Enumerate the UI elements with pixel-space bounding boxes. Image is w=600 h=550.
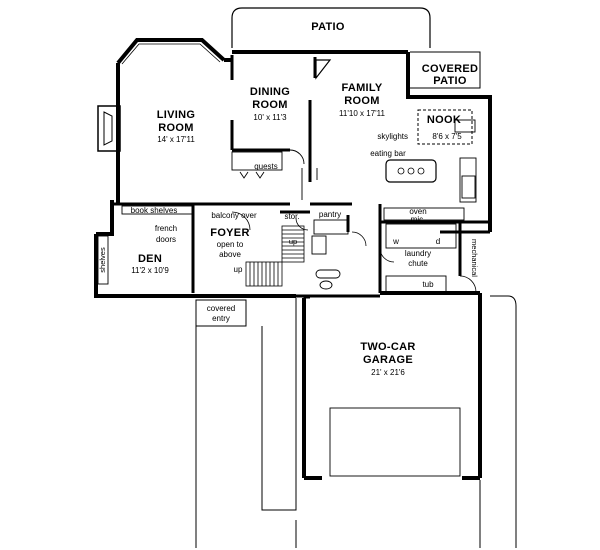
- book-shelves-label: book shelves: [131, 206, 178, 215]
- pantry-label: pantry: [319, 210, 341, 219]
- up-label-2: up: [289, 237, 297, 246]
- covered-entry-label-2: entry: [212, 314, 230, 323]
- covered-patio-label-2: PATIO: [433, 75, 467, 87]
- living-room-label-2: ROOM: [158, 122, 193, 134]
- oven-label: oven: [409, 207, 426, 216]
- covered-patio-outline: [410, 51, 481, 89]
- dining-room-label-2: ROOM: [252, 99, 287, 111]
- washer-label: w: [392, 237, 399, 246]
- eating-bar-label: eating bar: [370, 149, 406, 158]
- chute-label: chute: [408, 259, 428, 268]
- driveway: [195, 295, 517, 548]
- laundry-label: laundry: [405, 249, 431, 258]
- skylights-label: skylights: [377, 132, 408, 141]
- stor-label: stor.: [284, 212, 299, 221]
- foyer-label: FOYER: [210, 227, 249, 239]
- garage-label-1: TWO-CAR: [360, 341, 415, 353]
- garage-walls: [302, 293, 482, 480]
- patio-label: PATIO: [311, 21, 345, 33]
- den-dims: 11'2 x 10'9: [131, 266, 169, 275]
- family-room-label-2: ROOM: [344, 95, 379, 107]
- living-room-dims: 14' x 17'11: [157, 135, 195, 144]
- mechanical-label: mechanical: [470, 239, 479, 277]
- fireplace: [97, 105, 121, 152]
- covered-entry-box: [195, 299, 247, 327]
- covered-patio-label-1: COVERED: [422, 63, 479, 75]
- doors: [231, 211, 477, 293]
- family-room-label-1: FAMILY: [341, 82, 382, 94]
- french-label: french: [155, 224, 177, 233]
- skylights-box: [417, 109, 473, 145]
- dining-room-dims: 10' x 11'3: [253, 113, 287, 122]
- dining-room-label-1: DINING: [250, 86, 290, 98]
- dryer-label: d: [436, 237, 440, 246]
- patio-outline: [231, 7, 431, 48]
- stairs: [245, 225, 305, 287]
- garage-dims: 21' x 21'6: [371, 368, 405, 377]
- den-label: DEN: [138, 253, 162, 265]
- living-room-label-1: LIVING: [157, 109, 195, 121]
- balcony-over-label: balcony over: [211, 211, 257, 220]
- above-label: above: [219, 250, 241, 259]
- shelves-label: shelves: [98, 247, 107, 273]
- open-to-label: open to: [217, 240, 244, 249]
- mic-label: mic.: [411, 215, 426, 224]
- interior-walls: [112, 55, 490, 298]
- living-bay-window: [116, 38, 226, 65]
- tub-label: tub: [422, 280, 434, 289]
- fixtures: [97, 119, 477, 293]
- garage-label-2: GARAGE: [363, 354, 413, 366]
- nook-label: NOOK: [427, 114, 461, 126]
- nook-dims: 8'6 x 7'5: [432, 132, 462, 141]
- corner-fireplace: [315, 59, 332, 80]
- doors-label: doors: [156, 235, 176, 244]
- exterior-walls: [94, 50, 492, 298]
- family-room-dims: 11'10 x 17'11: [339, 109, 385, 118]
- guests-label: guests: [254, 162, 278, 171]
- eating-bar-island: [385, 159, 437, 183]
- covered-entry-label-1: covered: [207, 304, 235, 313]
- up-label: up: [234, 265, 243, 274]
